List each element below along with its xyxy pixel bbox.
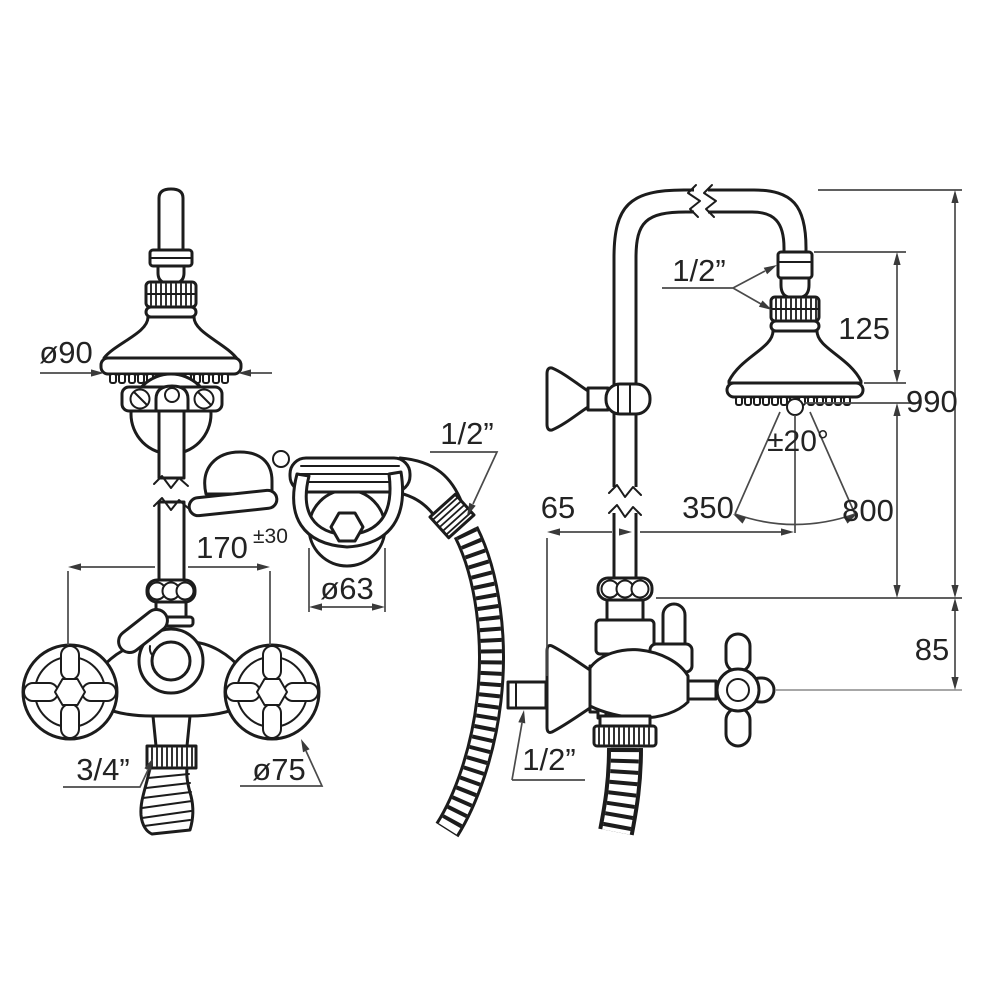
dim-label-riser-height: 800 bbox=[842, 493, 894, 528]
handle-stem bbox=[686, 679, 718, 701]
spray-nub bbox=[786, 398, 804, 416]
dim-valve-spacing: 170 ±30 bbox=[67, 525, 288, 645]
dim-total-height: 990 bbox=[906, 190, 959, 598]
spray-cone bbox=[733, 411, 857, 533]
side-valve-body bbox=[588, 648, 690, 720]
diverter-lever bbox=[117, 608, 169, 654]
dim-label-valve-spacing: 170 bbox=[196, 530, 248, 565]
handshower-knob bbox=[272, 450, 290, 468]
cradle-hook bbox=[292, 470, 405, 549]
top-pipe-break bbox=[687, 184, 717, 218]
dim-riser-height: 800 bbox=[842, 403, 901, 598]
dim-label-body-drop: 85 bbox=[915, 632, 949, 667]
dimensions: ø90 170 ±30 ø63 3/4” ø75 bbox=[39, 189, 962, 788]
extension-lines bbox=[656, 189, 962, 599]
dim-label-outlet-thread: 3/4” bbox=[76, 752, 129, 787]
bracket-knob bbox=[164, 387, 180, 403]
dim-body-drop: 85 bbox=[915, 598, 959, 690]
dim-label-holder-diameter: ø63 bbox=[320, 571, 373, 606]
head-neck bbox=[156, 264, 186, 285]
dim-label-spray-angle: ±20° bbox=[767, 425, 829, 458]
dim-label-head-thread: 1/2” bbox=[672, 253, 725, 288]
dim-label-total-height: 990 bbox=[906, 384, 958, 419]
front-handshower bbox=[187, 450, 476, 568]
dim-head-height: 125 bbox=[838, 252, 901, 383]
side-riser-pipe bbox=[612, 188, 808, 580]
dim-inlet-thread: 1/2” bbox=[511, 710, 585, 781]
hose-connector bbox=[428, 492, 476, 540]
pipe-break-mark bbox=[153, 475, 189, 489]
dim-outlet-thread: 3/4” bbox=[63, 752, 153, 788]
dim-head-thread: 1/2” bbox=[662, 253, 777, 310]
front-cross-handle-right bbox=[223, 643, 321, 741]
handshower-faceplate bbox=[187, 488, 279, 518]
front-shower-head bbox=[99, 187, 243, 384]
head-pipe bbox=[157, 187, 185, 253]
inlet-stub bbox=[506, 680, 548, 710]
side-view bbox=[506, 184, 865, 836]
dim-handle-diameter: ø75 bbox=[240, 739, 324, 787]
outlet-body bbox=[151, 714, 192, 748]
dim-holder-plate-diameter: ø63 bbox=[308, 548, 386, 612]
front-riser-pipe bbox=[153, 409, 189, 582]
side-wall-bracket bbox=[545, 366, 652, 432]
dim-label-head-diameter: ø90 bbox=[39, 335, 92, 370]
side-mixer bbox=[506, 576, 776, 836]
dim-shower-head-diameter: ø90 bbox=[39, 335, 272, 377]
grip-grooves bbox=[300, 465, 400, 483]
dim-label-inlet-thread: 1/2” bbox=[522, 742, 575, 777]
front-view bbox=[21, 187, 505, 838]
dim-label-wall-offset: 65 bbox=[541, 490, 575, 525]
dim-handshower-thread: 1/2” bbox=[430, 416, 499, 516]
head-rim bbox=[99, 356, 243, 376]
handshower-dome bbox=[203, 450, 274, 496]
head-bell bbox=[102, 315, 240, 362]
side-shower-head bbox=[725, 250, 865, 416]
cradle-hex-screw bbox=[329, 511, 365, 543]
dim-wall-offset-and-reach: 65 350 bbox=[541, 490, 794, 676]
dim-label-head-reach: 350 bbox=[682, 490, 734, 525]
side-wall-flange bbox=[545, 644, 592, 734]
dim-label-handshower-thread: 1/2” bbox=[440, 416, 493, 451]
side-cross-handle bbox=[715, 632, 776, 748]
front-cross-handle-left bbox=[21, 643, 119, 741]
dim-label-head-height: 125 bbox=[838, 311, 890, 346]
side-outlet-hose bbox=[598, 747, 643, 836]
riser-break bbox=[608, 484, 642, 518]
front-flex-hose bbox=[435, 525, 505, 838]
dim-label-valve-spacing-tolerance: ±30 bbox=[253, 525, 288, 548]
dim-label-handle-diameter: ø75 bbox=[252, 752, 305, 787]
